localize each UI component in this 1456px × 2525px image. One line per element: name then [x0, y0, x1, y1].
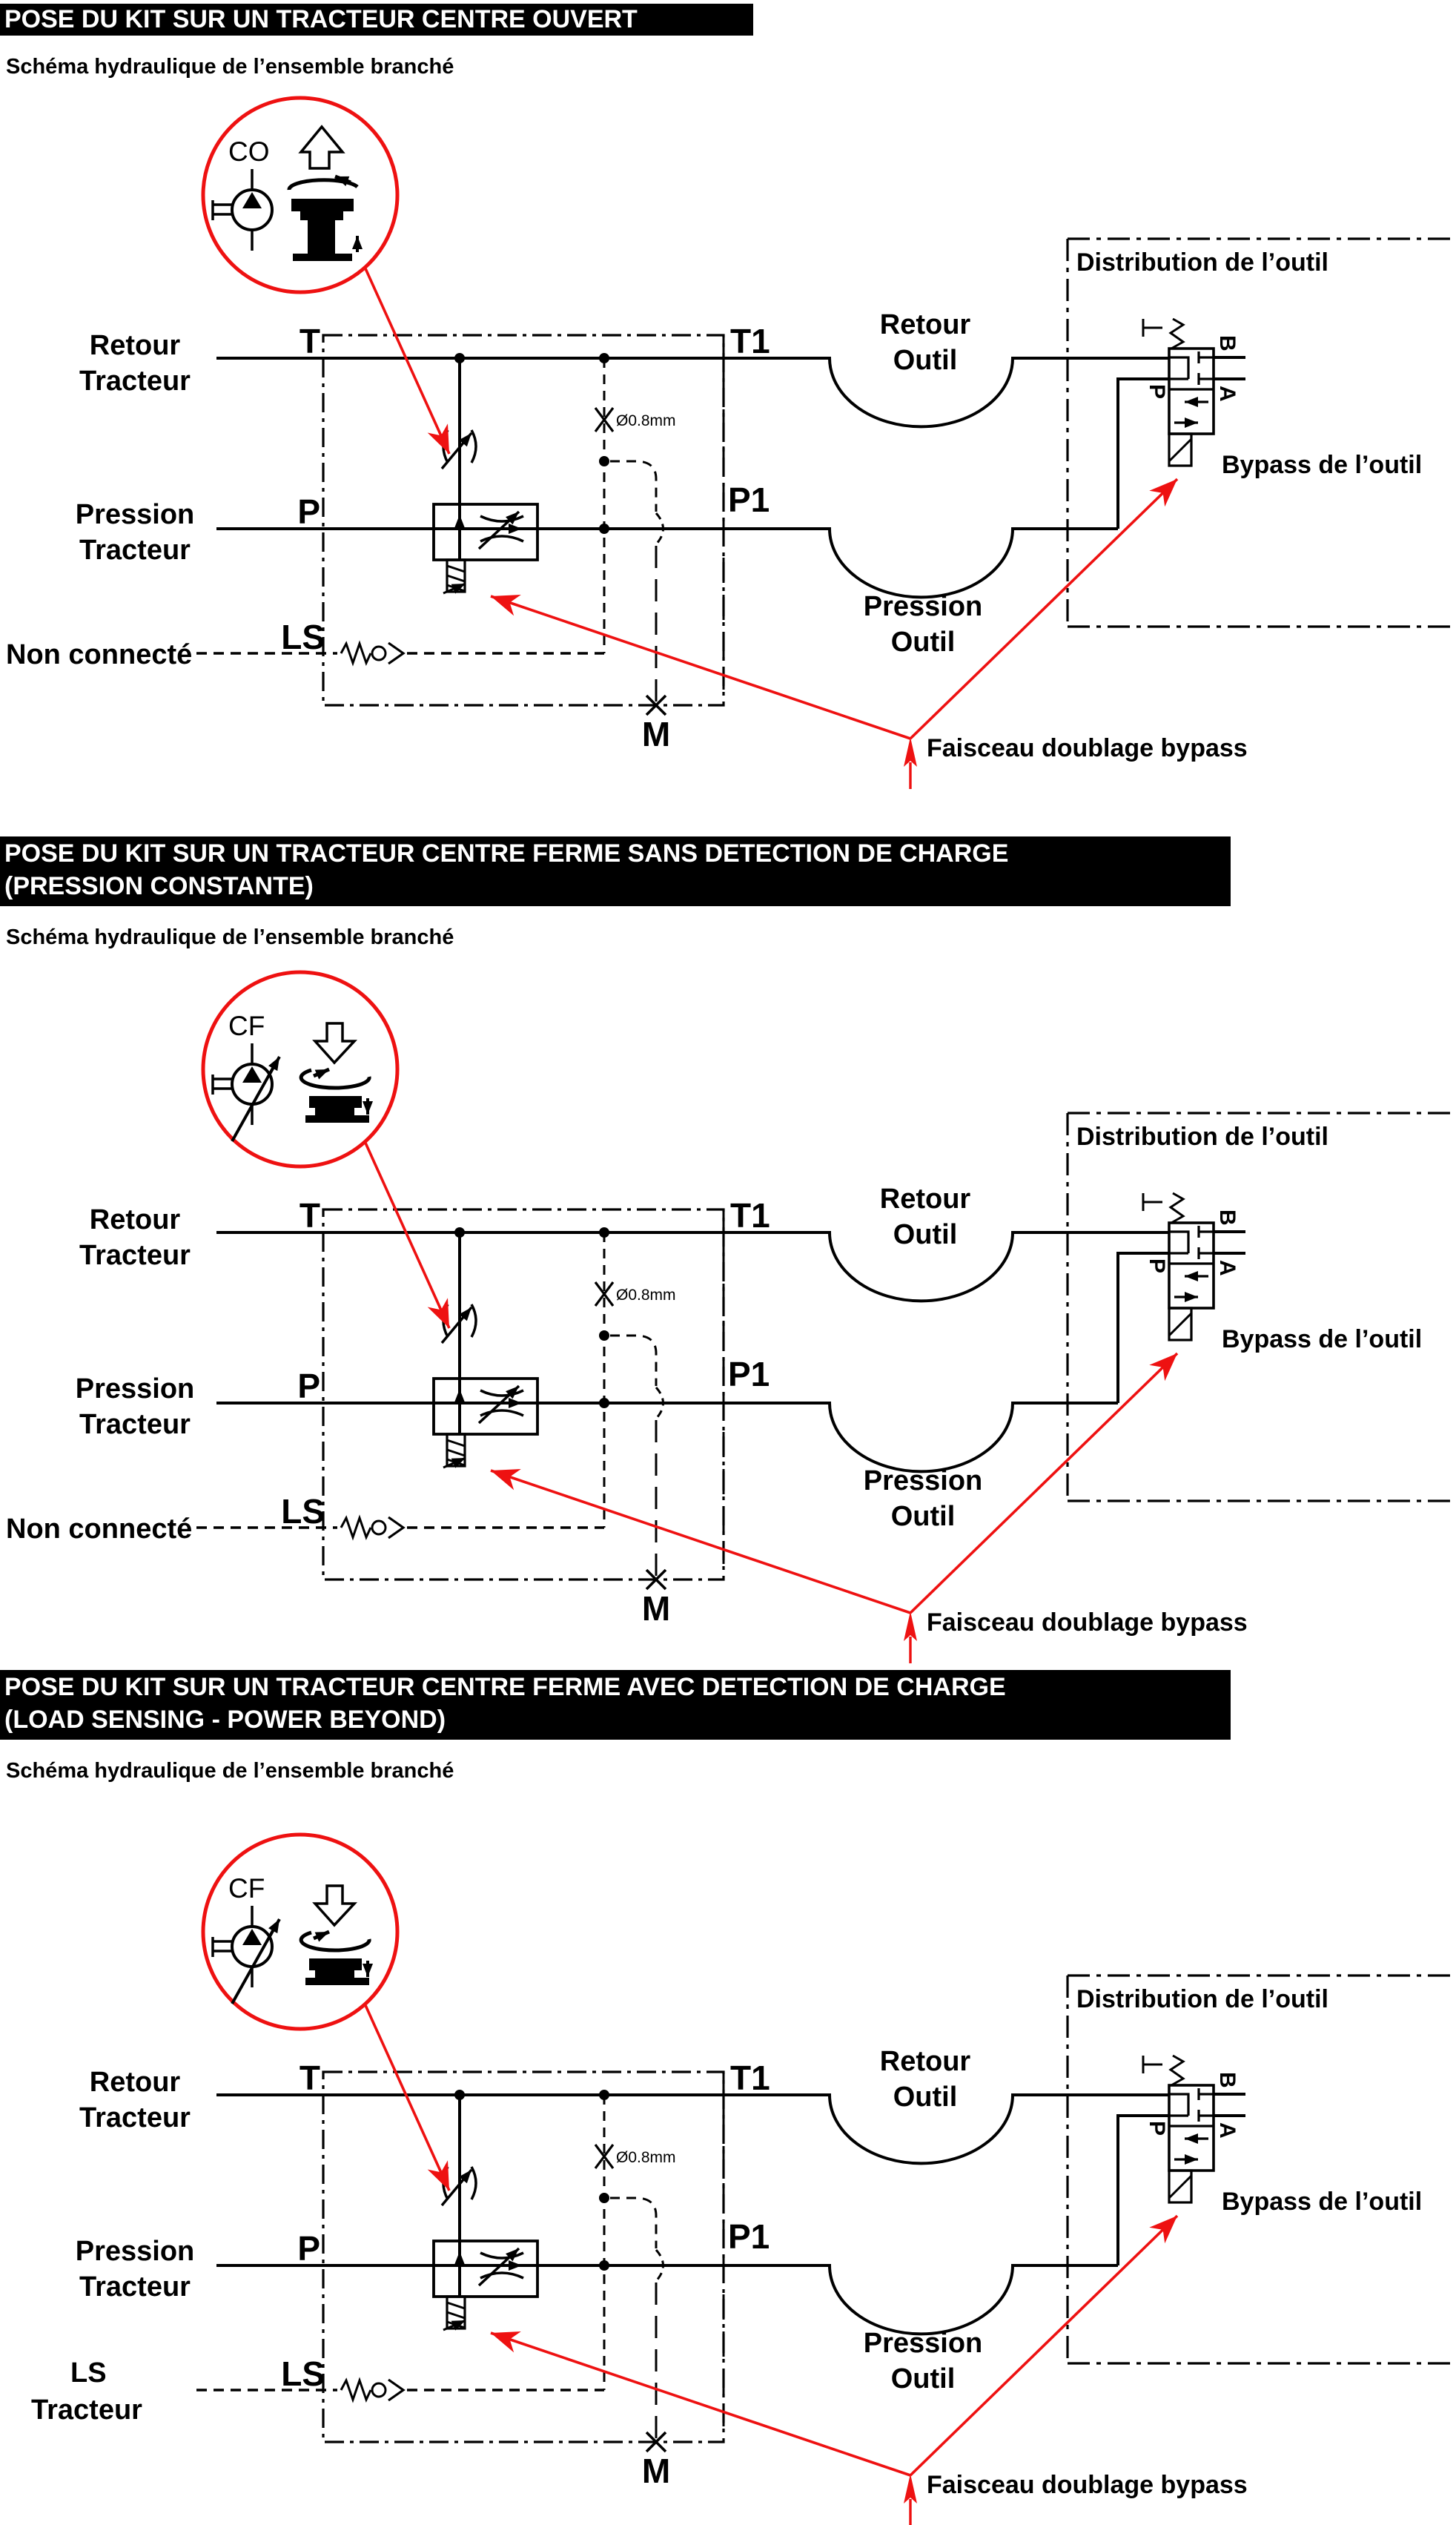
port-p: P	[297, 492, 320, 531]
port-t: T	[300, 1196, 320, 1235]
section-subtitle: Schéma hydraulique de l’ensemble branché	[6, 55, 454, 79]
circle-variant-label: CO	[228, 136, 270, 167]
port-p1: P1	[728, 481, 770, 519]
label-ls-left: Non connecté	[6, 639, 192, 670]
section-title-bar: POSE DU KIT SUR UN TRACTEUR CENTRE OUVER…	[0, 4, 753, 36]
valve-port-b: B	[1215, 335, 1240, 351]
hydraulic-schematic-open-center: CO Retour Tracteur Pression Tracteur Non…	[6, 96, 1456, 808]
svg-text:Tracteur: Tracteur	[79, 2102, 191, 2133]
svg-text:Tracteur: Tracteur	[31, 2394, 142, 2426]
section-title: POSE DU KIT SUR UN TRACTEUR CENTRE OUVER…	[4, 5, 638, 33]
label-retour-outil: Retour	[880, 2046, 971, 2077]
orifice-label: Ø0.8mm	[616, 412, 676, 429]
section-subtitle: Schéma hydraulique de l’ensemble branché	[6, 1759, 454, 1783]
port-m: M	[642, 2452, 670, 2490]
label-ls-left: Non connecté	[6, 1514, 192, 1545]
port-t1: T1	[730, 322, 770, 360]
label-faisceau: Faisceau doublage bypass	[927, 2471, 1248, 2499]
label-pression-outil: Pression	[864, 591, 983, 622]
label-distribution: Distribution de l’outil	[1076, 1123, 1328, 1151]
orifice-label: Ø0.8mm	[616, 2149, 676, 2166]
port-m: M	[642, 1589, 670, 1628]
valve-port-a: A	[1215, 1260, 1240, 1276]
svg-text:Outil: Outil	[891, 1501, 956, 1532]
section-title-bar: POSE DU KIT SUR UN TRACTEUR CENTRE FERME…	[0, 1670, 1231, 1740]
circle-variant-label: CF	[228, 1873, 265, 1904]
valve-port-p: P	[1145, 384, 1169, 399]
valve-port-a: A	[1215, 386, 1240, 402]
hydraulic-schematic-closed-center: CF Retour Tracteur Pression Tracteur Non…	[6, 971, 1456, 1683]
valve-port-a: A	[1215, 2122, 1240, 2139]
label-bypass: Bypass de l’outil	[1222, 451, 1422, 479]
section-title-bar: POSE DU KIT SUR UN TRACTEUR CENTRE FERME…	[0, 836, 1231, 906]
port-t1: T1	[730, 2059, 770, 2097]
svg-text:Tracteur: Tracteur	[79, 1409, 191, 1440]
port-ls: LS	[281, 2354, 325, 2393]
label-faisceau: Faisceau doublage bypass	[927, 734, 1248, 762]
svg-text:Outil: Outil	[891, 627, 956, 658]
svg-text:Tracteur: Tracteur	[79, 366, 191, 397]
label-pression-tracteur: Pression	[76, 1373, 195, 1405]
label-pression-tracteur: Pression	[76, 2236, 195, 2267]
section-subtitle: Schéma hydraulique de l’ensemble branché	[6, 925, 454, 949]
label-bypass: Bypass de l’outil	[1222, 1325, 1422, 1353]
label-distribution: Distribution de l’outil	[1076, 1985, 1328, 2013]
label-retour-outil: Retour	[880, 309, 971, 340]
port-p1: P1	[728, 2217, 770, 2256]
port-t1: T1	[730, 1196, 770, 1235]
label-retour-tracteur: Retour	[90, 2067, 181, 2098]
port-ls: LS	[281, 618, 325, 656]
port-t: T	[300, 322, 320, 360]
circle-variant-label: CF	[228, 1011, 265, 1041]
port-p: P	[297, 2229, 320, 2268]
label-pression-outil: Pression	[864, 1465, 983, 1496]
label-distribution: Distribution de l’outil	[1076, 248, 1328, 277]
label-retour-tracteur: Retour	[90, 1204, 181, 1235]
label-bypass: Bypass de l’outil	[1222, 2188, 1422, 2216]
label-pression-tracteur: Pression	[76, 499, 195, 530]
svg-text:Tracteur: Tracteur	[79, 535, 191, 566]
label-pression-outil: Pression	[864, 2328, 983, 2359]
label-retour-outil: Retour	[880, 1184, 971, 1215]
valve-port-b: B	[1215, 2072, 1240, 2088]
label-ls-left: LS	[70, 2357, 107, 2389]
port-p1: P1	[728, 1355, 770, 1393]
port-m: M	[642, 715, 670, 753]
svg-text:Tracteur: Tracteur	[79, 2271, 191, 2303]
section-title: POSE DU KIT SUR UN TRACTEUR CENTRE FERME…	[4, 839, 1009, 868]
valve-port-b: B	[1215, 1209, 1240, 1226]
svg-text:Outil: Outil	[893, 2082, 958, 2113]
label-retour-tracteur: Retour	[90, 330, 181, 361]
svg-text:Outil: Outil	[891, 2363, 956, 2394]
svg-text:Outil: Outil	[893, 1219, 958, 1250]
port-p: P	[297, 1367, 320, 1405]
port-t: T	[300, 2059, 320, 2097]
svg-text:Outil: Outil	[893, 345, 958, 376]
section-title: POSE DU KIT SUR UN TRACTEUR CENTRE FERME…	[4, 1673, 1006, 1701]
svg-text:Tracteur: Tracteur	[79, 1240, 191, 1271]
label-faisceau: Faisceau doublage bypass	[927, 1608, 1248, 1637]
hydraulic-schematic-load-sensing: CF Retour Tracteur Pression Tracteur LS …	[31, 1833, 1456, 2525]
valve-port-p: P	[1145, 1258, 1169, 1273]
orifice-label: Ø0.8mm	[616, 1287, 676, 1304]
port-ls: LS	[281, 1492, 325, 1531]
valve-port-p: P	[1145, 2121, 1169, 2136]
